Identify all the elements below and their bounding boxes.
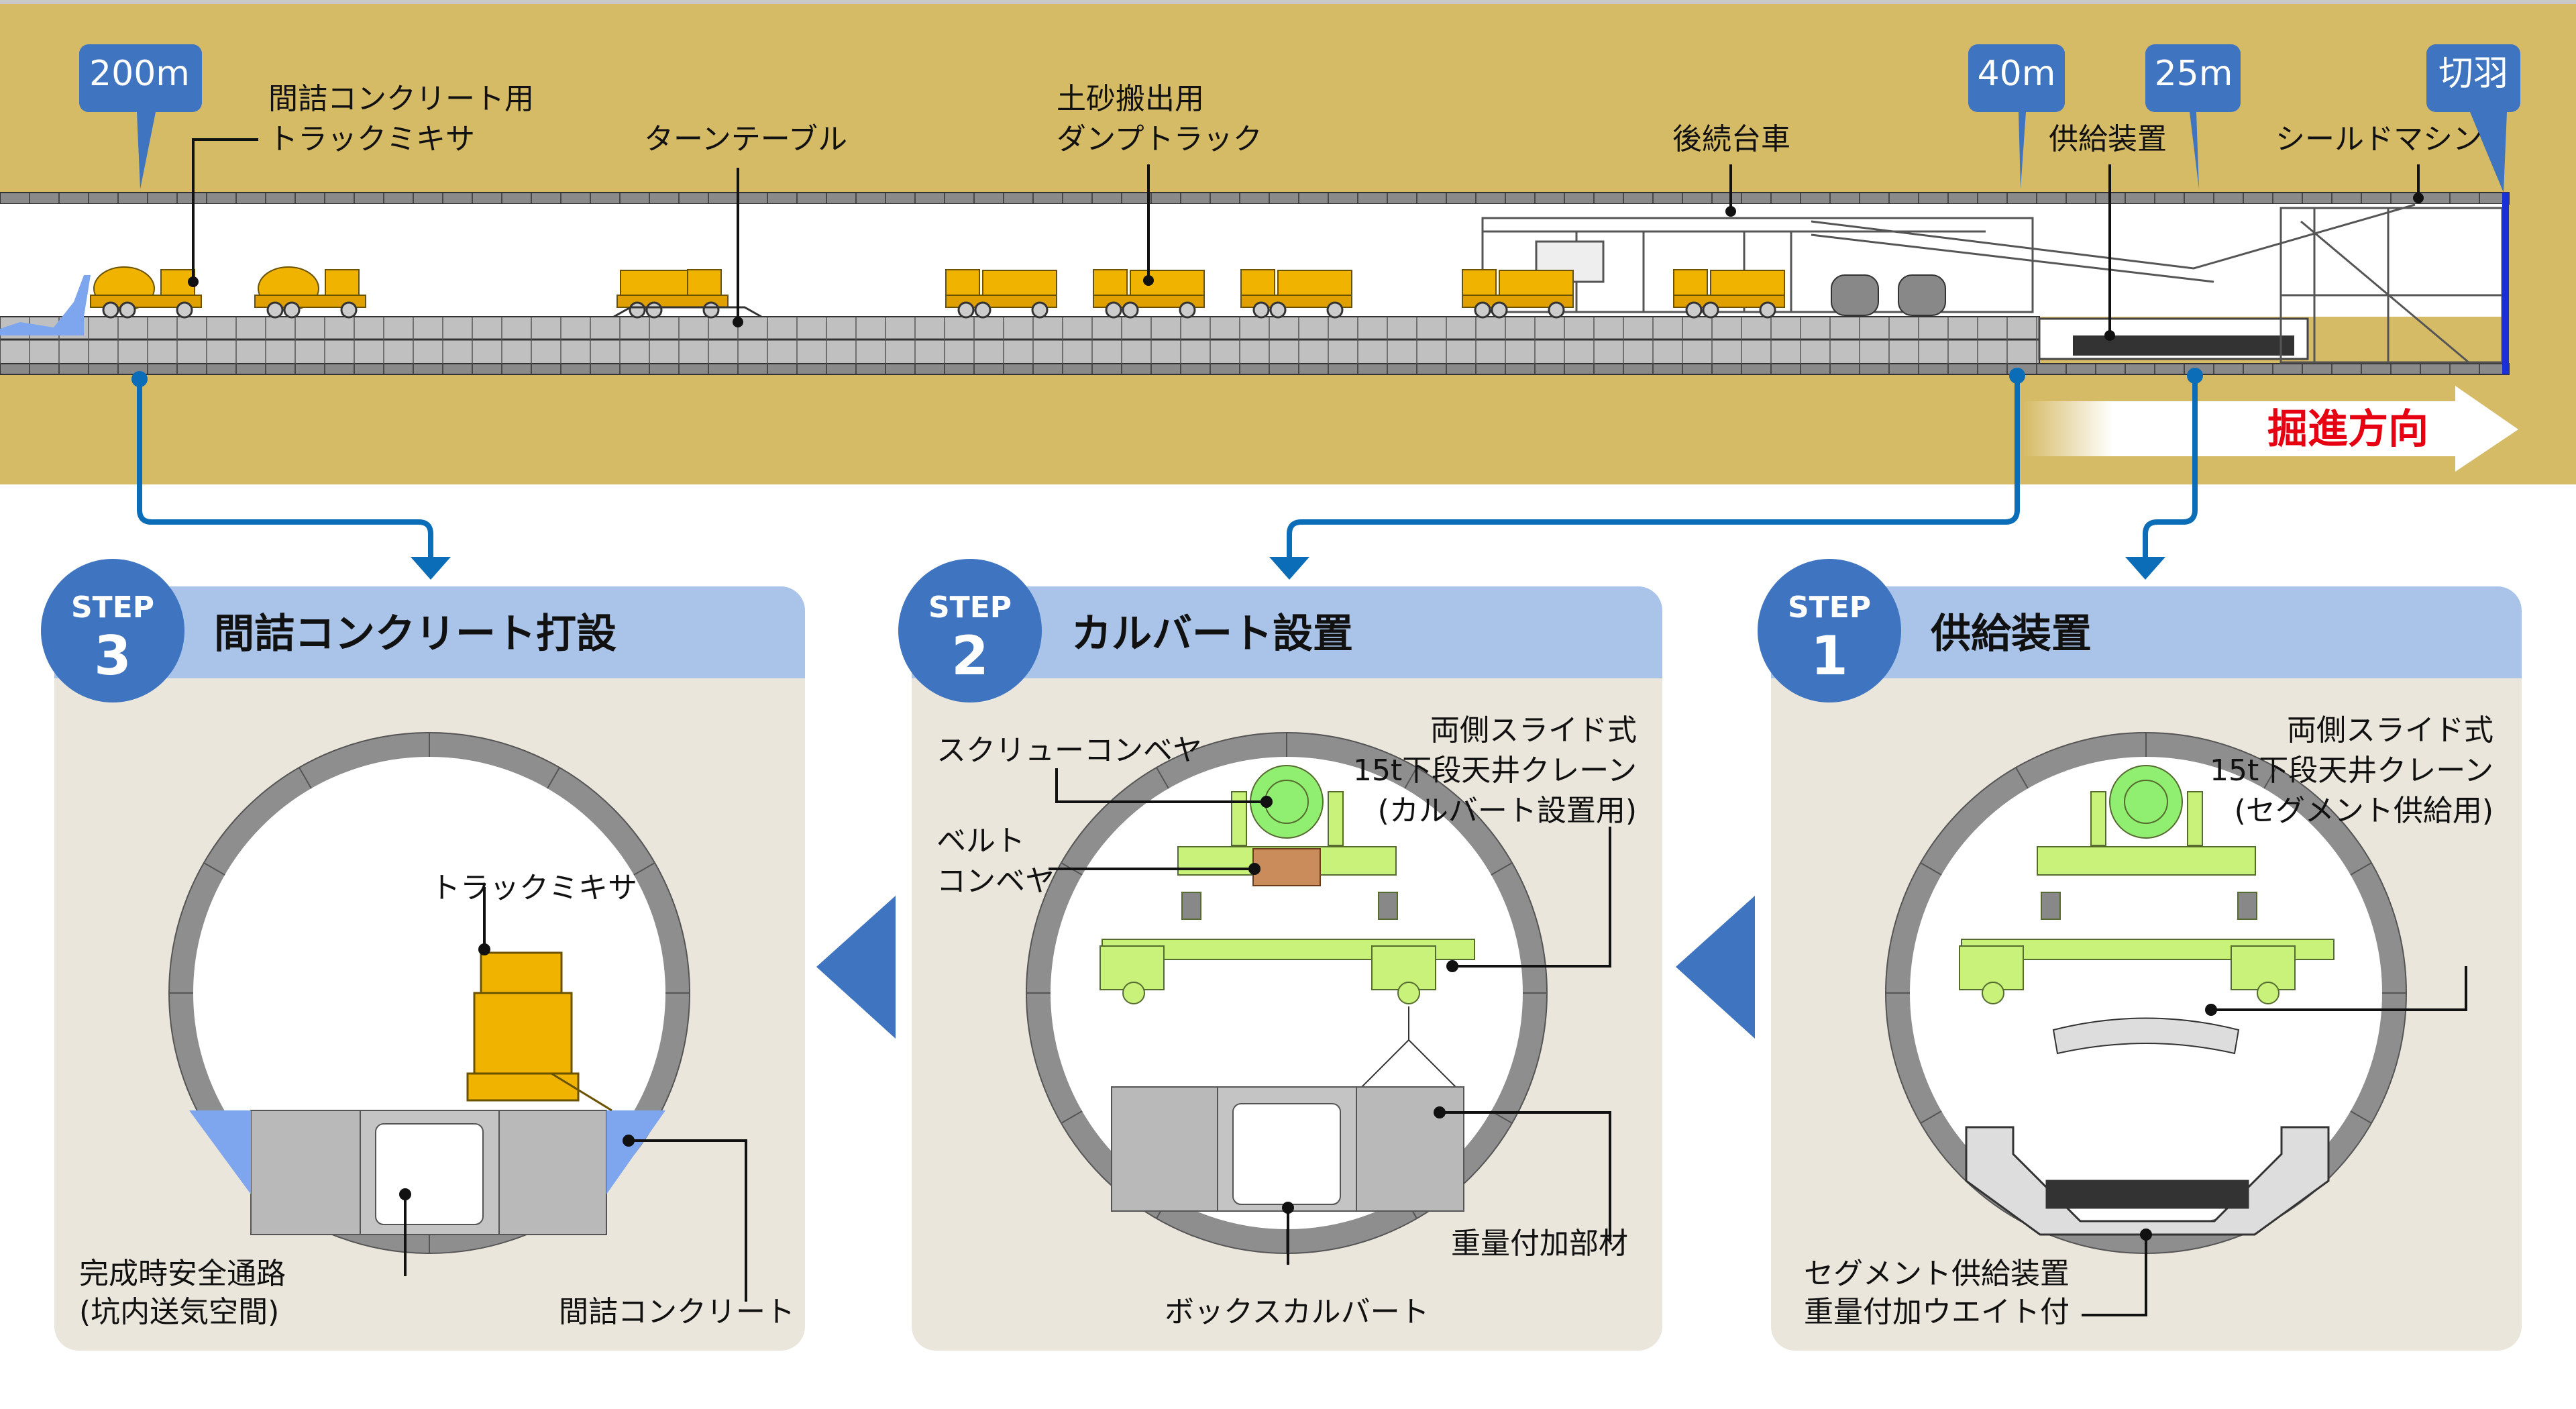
label-crane-3: (カルバート設置用) — [1378, 794, 1637, 828]
leader-lines — [192, 138, 2420, 335]
label-crane: 両側スライド式 — [1430, 713, 1637, 747]
marker-label: 200m — [89, 54, 190, 94]
label-belt-conveyor: ベルト — [936, 824, 1025, 858]
marker-25m: 25m — [2145, 44, 2241, 189]
panel-header — [1771, 586, 2522, 678]
dump-truck-icon — [1462, 269, 1574, 319]
tunnel-section — [0, 192, 2510, 375]
label-truck-mixer: トラックミキサ — [431, 871, 637, 905]
supply-device-drawing — [2038, 317, 2309, 360]
label-screw-conveyor: スクリューコンベヤ — [936, 733, 1202, 768]
label-weight-member: 重量付加部材 — [1451, 1227, 1628, 1261]
step-number: 1 — [1811, 625, 1848, 687]
label-box-culvert: ボックスカルバート — [1165, 1295, 1430, 1329]
segment-stacks — [1831, 274, 1946, 316]
step-word: STEP — [71, 590, 154, 625]
dump-truck-icon — [1673, 269, 1785, 319]
label-crane: 両側スライド式 — [2287, 713, 2493, 747]
flow-arrow-icon — [1676, 896, 1755, 1039]
concrete-pour — [0, 275, 91, 335]
label-backup-trolley: 後続台車 — [1672, 122, 1790, 156]
direction-label: 掘進方向 — [2267, 406, 2428, 453]
label-crane-2: 15t下段天井クレーン — [2210, 753, 2493, 788]
belt-conveyor — [1252, 848, 1321, 886]
label-supply-device-2: 重量付加ウエイト付 — [1804, 1295, 2070, 1329]
filled-culvert — [250, 1110, 607, 1235]
step-badge — [1758, 559, 1901, 702]
label-dump: 土砂搬出用 — [1057, 82, 1204, 116]
vehicles — [90, 266, 1785, 319]
label-turntable: ターンテーブル — [644, 122, 847, 156]
dump-truck-icon — [1093, 269, 1205, 319]
label-mixer-2: トラックミキサ — [268, 122, 475, 156]
label-belt-conveyor-2: コンベヤ — [936, 864, 1055, 898]
label-passage-2: (坑内送気空間) — [79, 1295, 279, 1329]
step-title: カルバート設置 — [1071, 611, 1353, 658]
label-supply-device: 供給装置 — [2049, 122, 2167, 156]
marker-label: 25m — [2155, 54, 2233, 94]
panel-header — [54, 586, 805, 678]
label-shield-machine: シールドマシン — [2275, 122, 2482, 156]
label-crane-2: 15t下段天井クレーン — [1353, 753, 1637, 788]
direction-arrow — [2024, 386, 2518, 472]
label-crane-3: (セグメント供給用) — [2235, 794, 2493, 828]
dump-truck-icon — [945, 269, 1057, 319]
step-title: 供給装置 — [1931, 611, 2092, 658]
segment-supply-device — [1965, 1126, 2330, 1236]
marker-40m: 40m — [1968, 44, 2065, 189]
truck-mixer-icon — [254, 266, 366, 319]
step-title: 間詰コンクリート打設 — [214, 611, 616, 658]
panel-header — [912, 586, 1662, 678]
label-supply-device: セグメント供給装置 — [1804, 1257, 2070, 1291]
marker-label: 40m — [1978, 54, 2056, 94]
truck-mixer-icon — [466, 951, 612, 1112]
step-number: 2 — [951, 625, 989, 687]
box-culvert — [1111, 1086, 1464, 1212]
step-word: STEP — [1788, 590, 1871, 625]
segment — [2052, 1017, 2240, 1055]
truck-mixer-icon — [90, 266, 202, 319]
label-mixer: 間詰コンクリート用 — [268, 82, 534, 116]
marker-label: 切羽 — [2438, 54, 2508, 94]
segment-floor — [0, 316, 2040, 364]
step-word: STEP — [928, 590, 1012, 625]
step-number: 3 — [94, 625, 131, 687]
marker-200m: 200m — [79, 44, 202, 189]
label-filling-concrete: 間詰コンクリート — [559, 1295, 795, 1329]
step-connectors — [137, 376, 2198, 564]
label-passage: 完成時安全通路 — [79, 1257, 286, 1291]
step-badge — [898, 559, 1042, 702]
label-dump-2: ダンプトラック — [1057, 122, 1263, 156]
ceiling-crane — [1959, 765, 2334, 1004]
dump-truck-icon — [1240, 269, 1352, 319]
cutter-face — [2502, 193, 2509, 374]
marker-cutting-face: 切羽 — [2426, 44, 2520, 193]
step-badge — [41, 559, 184, 702]
flow-arrow-icon — [816, 896, 896, 1039]
